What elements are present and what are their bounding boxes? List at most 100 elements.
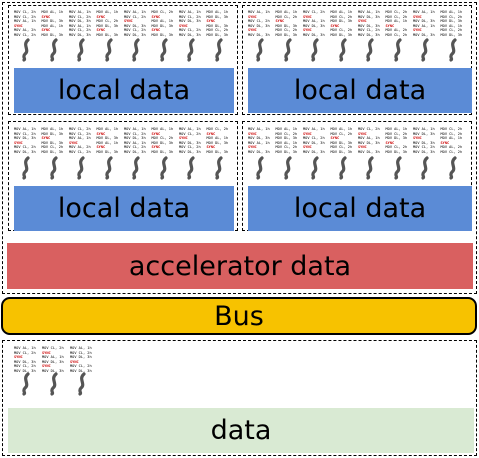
code-line: MOV CL, 2h (124, 28, 146, 33)
thread-squiggle-icon (132, 156, 140, 180)
code-line: MOV CL, 2h (275, 14, 298, 19)
code-line: MOV CL, 2h (385, 32, 408, 37)
thread-squiggle-icon (393, 38, 402, 62)
code-line: MOV AL, 1h (385, 127, 408, 131)
code-line: MOV DL, 3h (96, 136, 119, 141)
code-line: MOV DL, 3h (303, 140, 325, 145)
code-line: MOV DL, 3h (41, 131, 64, 136)
code-line: MOV DL, 3h (413, 19, 435, 24)
code-line: MOV AL, 1h (151, 127, 174, 131)
data-block: data (8, 408, 474, 453)
code-line: MOV AL, 1h (440, 136, 463, 141)
local-data-block-4: local data (248, 186, 472, 231)
code-line: MOV AL, 2h (69, 145, 91, 150)
code-line: MOV DL, 3h (96, 32, 119, 37)
code-line: MOV CL, 2h (179, 131, 201, 136)
code-line: SYNC (385, 140, 395, 145)
code-line: MOV AL, 1h (275, 140, 298, 145)
code-line: MOV DL, 3h (303, 23, 325, 28)
code-line: MOV AL, 1h (42, 355, 64, 360)
code-line: SYNC (358, 19, 367, 24)
code-line: MOV AL, 1h (124, 10, 146, 14)
code-line: MOV AL, 2h (14, 28, 36, 33)
code-line: MOV DL, 3h (440, 32, 463, 37)
code-line: MOV AL, 1h (151, 19, 174, 24)
code-line: MOV DL, 3h (151, 140, 174, 145)
code-line: MOV CL, 2h (124, 14, 146, 19)
code-line: SYNC (303, 145, 312, 150)
code-line: SYNC (413, 28, 422, 33)
code-line: MOV AL, 1h (413, 10, 435, 14)
code-line: MOV AL, 1h (41, 23, 64, 28)
code-line: MOV CL, 2h (440, 149, 463, 154)
code-line: MOV CL, 2h (69, 127, 91, 131)
accelerator-data-block: accelerator data (7, 243, 473, 289)
code-line: SYNC (248, 14, 257, 19)
thread-squiggle-icon (256, 156, 264, 180)
code-line: MOV DL, 3h (42, 368, 64, 373)
thread-squiggle-icon (49, 156, 58, 180)
code-line: MOV DL, 3h (358, 32, 380, 37)
code-line: MOV AL, 1h (41, 127, 64, 131)
code-line: SYNC (124, 19, 133, 24)
core-group-1 (8, 5, 238, 115)
code-line: MOV AL, 1h (179, 10, 201, 14)
code-line: MOV CL, 2h (385, 131, 408, 136)
code-line: MOV DL, 3h (413, 140, 435, 145)
code-line: SYNC (96, 14, 106, 19)
code-line: MOV CL, 2h (275, 145, 298, 150)
code-line: MOV DL, 3h (41, 32, 64, 37)
code-line: MOV CL, 2h (179, 14, 201, 19)
thread-squiggle-icon (421, 38, 429, 62)
code-line: MOV DL, 3h (96, 23, 119, 28)
code-line: MOV DL, 3h (151, 149, 174, 154)
thread-squiggle-icon (159, 38, 168, 62)
code-line: MOV AL, 1h (124, 127, 146, 131)
local-data-block-1: local data (14, 68, 234, 113)
code-line: MOV CL, 2h (413, 145, 435, 150)
code-line: SYNC (41, 28, 51, 33)
code-line: MOV AL, 1h (206, 10, 229, 14)
code-line: MOV DL, 3h (303, 32, 325, 37)
code-line: MOV DL, 3h (330, 19, 353, 24)
code-line: SYNC (303, 14, 312, 19)
code-line: MOV AL, 1h (14, 346, 36, 350)
code-line: MOV CL, 2h (275, 131, 298, 136)
code-line: MOV CL, 2h (358, 28, 380, 33)
thread-squiggle-icon (132, 38, 140, 62)
code-line: MOV AL, 1h (69, 136, 91, 141)
code-line: SYNC (14, 23, 23, 28)
thread-squiggle-icon (159, 156, 168, 180)
code-line: SYNC (96, 131, 106, 136)
code-line: MOV AL, 1h (14, 127, 36, 131)
code-line: MOV DL, 3h (206, 149, 229, 154)
code-line: MOV DL, 3h (151, 32, 174, 37)
code-line: MOV AL, 1h (96, 10, 119, 14)
code-line: MOV DL, 3h (206, 14, 229, 19)
code-line: MOV DL, 3h (248, 136, 270, 141)
code-line: SYNC (358, 131, 367, 136)
code-line: MOV AL, 1h (413, 127, 435, 131)
code-line: MOV CL, 2h (14, 10, 36, 14)
code-line: MOV CL, 2h (275, 28, 298, 33)
code-line: MOV CL, 2h (124, 131, 146, 136)
code-line: MOV DL, 3h (179, 32, 201, 37)
thread-squiggle-icon (49, 38, 58, 62)
code-line: MOV CL, 2h (206, 28, 229, 33)
code-line: MOV DL, 3h (179, 19, 201, 24)
thread-squiggle-icon (283, 38, 292, 62)
code-line: MOV DL, 3h (124, 136, 146, 141)
code-line: SYNC (70, 359, 79, 364)
core-group-2 (242, 5, 472, 115)
code-line: MOV DL, 3h (275, 23, 298, 28)
code-line: MOV CL, 2h (14, 350, 36, 355)
